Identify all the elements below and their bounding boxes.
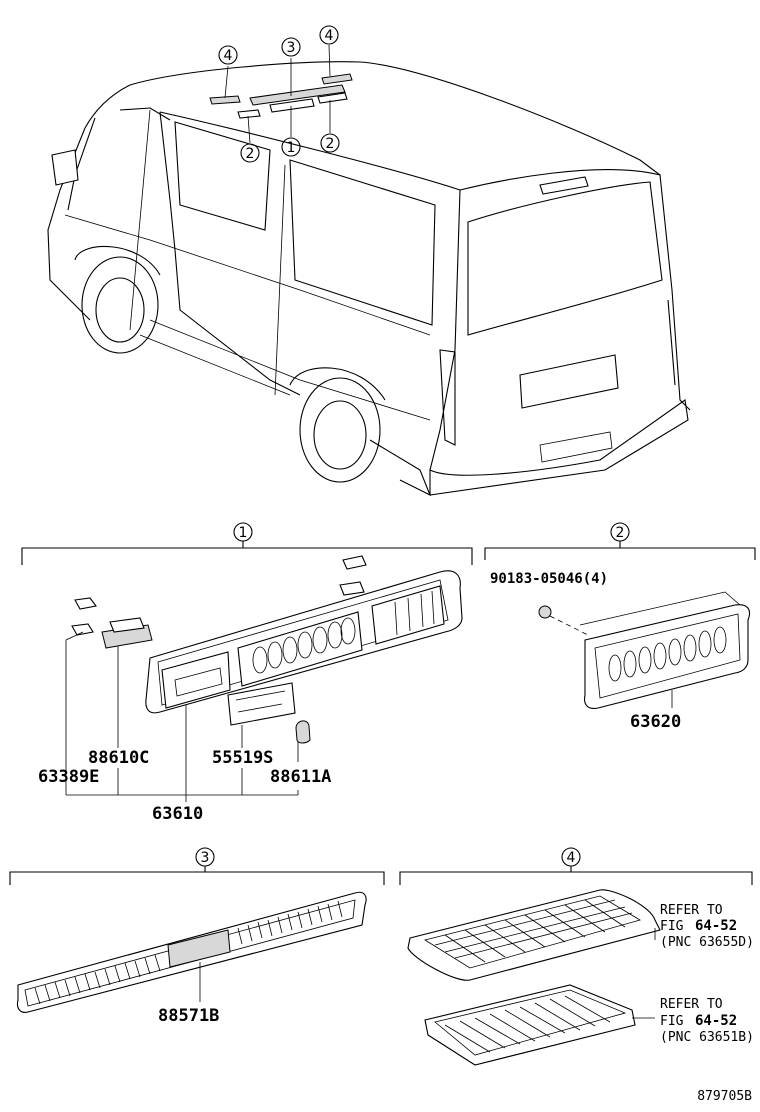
svg-text:4: 4: [325, 28, 334, 44]
group-2-parts: [538, 591, 751, 709]
svg-text:4: 4: [224, 48, 233, 64]
callout-4-right: 4: [319, 25, 339, 45]
group-4-lower-part: [424, 984, 655, 1066]
label-63610: 63610: [152, 804, 203, 824]
illustration-id: 879705B: [697, 1089, 752, 1104]
group-3-part: [16, 891, 367, 1013]
svg-text:3: 3: [287, 40, 296, 56]
svg-text:4: 4: [567, 850, 576, 866]
group-1-leaders: [65, 631, 299, 802]
svg-text:1: 1: [239, 525, 248, 541]
ref1-refer-to: REFER TO: [660, 903, 723, 918]
label-90183-05046: 90183-05046(4): [490, 571, 608, 587]
svg-text:2: 2: [616, 525, 625, 541]
label-88610C: 88610C: [88, 748, 149, 768]
svg-text:1: 1: [287, 140, 296, 156]
group-2-bracket: 2: [484, 522, 756, 560]
ref2-fig-prefix: FIG: [660, 1014, 684, 1029]
svg-text:2: 2: [246, 146, 255, 162]
ref1-fig-number: 64-52: [695, 918, 737, 934]
svg-text:2: 2: [326, 136, 335, 152]
callout-1-top: 1: [281, 137, 301, 157]
ref2-fig-number: 64-52: [695, 1013, 737, 1029]
ref2-pnc: (PNC 63651B): [660, 1030, 754, 1045]
label-63389E: 63389E: [38, 767, 99, 787]
callout-2-right: 2: [320, 133, 340, 153]
label-88611A: 88611A: [270, 767, 331, 787]
group-3-bracket: 3: [9, 847, 385, 885]
ref1-fig-prefix: FIG: [660, 919, 684, 934]
callout-4-left: 4: [218, 45, 238, 65]
label-55519S: 55519S: [212, 748, 273, 768]
label-88571B: 88571B: [158, 1006, 219, 1026]
ref2-refer-to: REFER TO: [660, 997, 723, 1012]
group-4-upper-part: [407, 889, 661, 981]
van-illustration: [47, 44, 691, 497]
group-4-bracket: 4: [399, 847, 753, 885]
callout-2-left: 2: [240, 143, 260, 163]
svg-text:3: 3: [201, 850, 210, 866]
label-63620: 63620: [630, 712, 681, 732]
group-1-parts: [71, 555, 463, 744]
group-1-bracket: 1: [21, 522, 473, 565]
callout-3-top: 3: [281, 37, 301, 57]
ref1-pnc: (PNC 63655D): [660, 935, 754, 950]
